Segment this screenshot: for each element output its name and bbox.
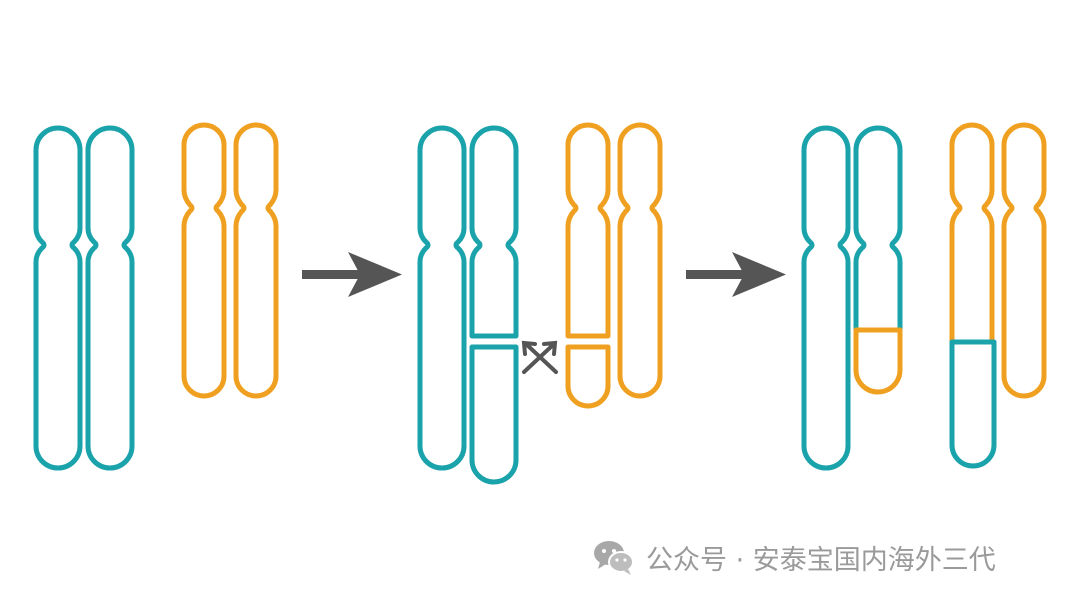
teal-chromatid-1 — [33, 125, 83, 471]
orange-chromatid-3-upper — [565, 122, 611, 339]
orange-chromatid-4 — [617, 122, 663, 399]
wechat-icon — [594, 541, 634, 575]
teal-chromatid-2 — [85, 125, 135, 471]
crossover-arrows-icon — [521, 340, 558, 374]
orange-chromatid-2 — [233, 122, 279, 399]
orange-chromatid-1 — [181, 122, 227, 399]
teal-chromatid-4-upper — [469, 125, 519, 339]
teal-segment-on-orange — [949, 339, 997, 469]
stage-3-recombined — [801, 122, 1047, 471]
teal-chromatid-4-lower — [469, 344, 519, 485]
arrow-right-icon-2 — [686, 252, 786, 297]
teal-chromatid-5 — [801, 125, 851, 471]
teal-chromatid-3 — [417, 125, 467, 471]
stage-1-original — [33, 122, 279, 471]
orange-recombinant-upper — [949, 122, 995, 342]
watermark: 公众号 · 安泰宝国内海外三代 — [592, 535, 996, 579]
stage-2-crossing-over — [417, 122, 663, 485]
teal-recombinant-upper — [853, 125, 903, 330]
watermark-text: 公众号 · 安泰宝国内海外三代 — [646, 544, 996, 576]
arrow-right-icon — [302, 252, 402, 297]
orange-segment-on-teal — [853, 327, 903, 395]
orange-chromatid-3-lower — [565, 344, 611, 409]
orange-chromatid-5 — [1001, 122, 1047, 399]
